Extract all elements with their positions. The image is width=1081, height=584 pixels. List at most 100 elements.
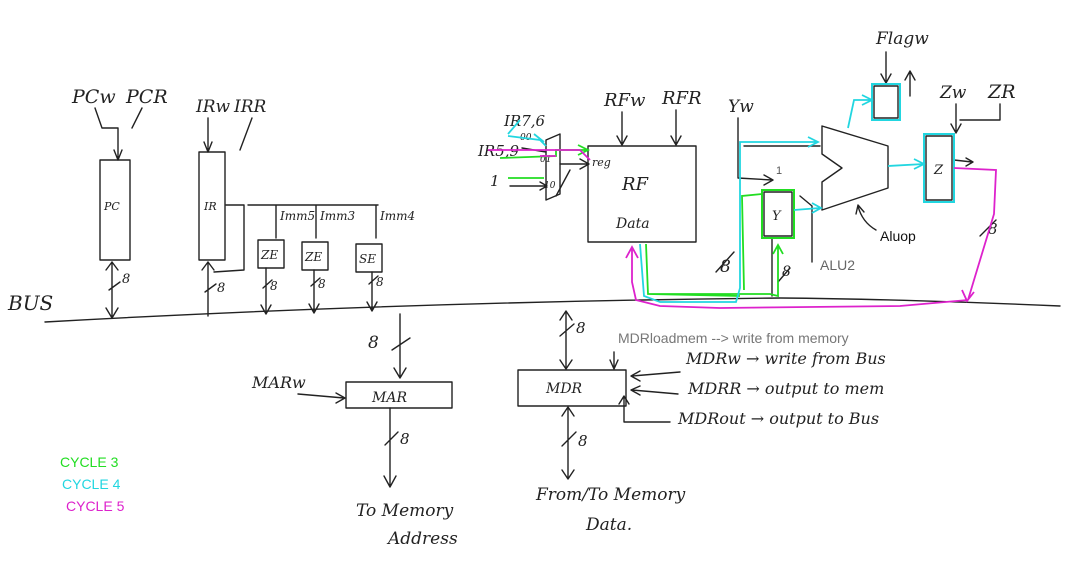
- flag-out-arrow: [904, 70, 916, 97]
- z-w-label: Zw: [939, 83, 967, 103]
- cycle4-path-alu-z: [887, 158, 927, 170]
- ir-imm-fanout: [213, 204, 379, 273]
- ir-bus-link: [201, 261, 217, 317]
- rf-data-label: Data: [615, 216, 650, 232]
- cycle3-path-y-select: [741, 193, 763, 291]
- mux-in2: 10: [544, 181, 556, 191]
- pc-register: [99, 159, 131, 261]
- mdr-out-desc: MDRout → output to Bus: [677, 409, 879, 428]
- ir-label: IR: [203, 200, 217, 213]
- extender-bus-links: [260, 267, 379, 315]
- pc-bus-link: [105, 261, 121, 319]
- ze-box-1: [257, 239, 285, 269]
- mux-to-rf: [555, 158, 590, 197]
- mdr-r-desc: MDRR → output to mem: [687, 379, 884, 398]
- cycle4-flag-highlight: [871, 83, 901, 121]
- rf-r-label: RFR: [661, 88, 702, 109]
- ir-control-arrows: [203, 117, 253, 153]
- rf-addr-mux: [545, 133, 561, 201]
- pc-w-label: PCw: [71, 86, 116, 108]
- mdr-control-lines: [618, 370, 681, 423]
- aluop-label: Aluop: [880, 228, 916, 244]
- y-w-line: [737, 117, 774, 186]
- alu2-label: ALU2: [820, 257, 855, 273]
- y-label: Y: [772, 209, 782, 224]
- mux-in1: 01: [540, 155, 551, 165]
- y-bus-link: [771, 237, 791, 297]
- mar-w-arrow: [297, 392, 346, 404]
- se-width: 8: [376, 275, 384, 289]
- bus-line: [44, 297, 1061, 323]
- alu-op-pointer: [855, 204, 877, 231]
- mdr-memory-link: [561, 406, 577, 480]
- legend-cycle3: CYCLE 3: [60, 454, 119, 470]
- from-memory-line1: From/To Memory: [535, 485, 686, 505]
- alu2-line: [799, 195, 813, 263]
- reg-input-label: reg: [592, 156, 611, 169]
- cycle4-path-alu-flag: [847, 94, 875, 129]
- y-w-label: Yw: [728, 97, 754, 117]
- ir59-label: IR5,9: [477, 142, 520, 160]
- ir-register: [198, 151, 226, 261]
- rf-block: [587, 145, 697, 243]
- ze-box-2: [301, 241, 329, 271]
- mar-register: [345, 381, 453, 409]
- mar-label: MAR: [371, 390, 407, 406]
- to-memory-line1: To Memory: [356, 501, 454, 521]
- mar-width-top: 8: [368, 333, 379, 353]
- cycle4-path-y-alu: [793, 202, 823, 214]
- pc-label: PC: [103, 200, 120, 213]
- z-label: Z: [933, 163, 944, 178]
- alu-block: [821, 125, 889, 211]
- ze-label-1: ZE: [260, 248, 278, 262]
- const1-label: 1: [490, 172, 500, 190]
- mdr-bus-link: [559, 310, 575, 370]
- rf-w-label: RFw: [603, 90, 646, 111]
- z-width-slash: [979, 219, 997, 237]
- flag-register: [873, 85, 899, 119]
- bus-label: BUS: [7, 291, 53, 315]
- ze2-width: 8: [318, 277, 326, 291]
- cycle5-path-mux: [488, 149, 591, 161]
- ir-width: 8: [217, 281, 225, 296]
- se-label: SE: [359, 252, 376, 266]
- from-memory-line2: Data.: [585, 515, 632, 535]
- z-control-arrows: [950, 103, 1001, 134]
- flag-w-label: Flagw: [875, 29, 929, 49]
- ze-label-2: ZE: [304, 250, 322, 264]
- mdr-loadmem-note: MDRloadmem --> write from memory: [618, 330, 849, 346]
- flag-w-arrow: [880, 51, 892, 84]
- cycle4-path-rf-alu: [639, 136, 821, 303]
- mar-bus-link: [391, 313, 411, 379]
- to-memory-line2: Address: [386, 529, 458, 549]
- ir-r-label: IRR: [233, 97, 267, 117]
- legend-cycle5: CYCLE 5: [66, 498, 125, 514]
- pc-r-label: PCR: [125, 86, 168, 108]
- imm5-label: Imm5: [279, 209, 315, 223]
- y-width-right: 8: [782, 264, 791, 280]
- pc-control-arrows: [94, 107, 143, 161]
- y-width-left: 8: [720, 257, 731, 277]
- imm4-label: Imm4: [379, 209, 415, 223]
- z-out-line: [953, 157, 974, 167]
- mar-memory-link: [383, 407, 399, 488]
- mdr-width-bottom: 8: [578, 432, 588, 450]
- mdr-w-desc: MDRw → write from Bus: [685, 349, 886, 368]
- cycle3-y-highlight: [761, 189, 795, 239]
- mdr-label: MDR: [545, 381, 583, 397]
- y-mux-one: 1: [776, 165, 782, 177]
- y-register: [763, 191, 793, 237]
- cycle5-path-z-bus-rf: [625, 167, 997, 309]
- cycle4-path-ir76: [507, 119, 547, 147]
- z-r-label: ZR: [987, 81, 1016, 103]
- se-box: [355, 243, 383, 273]
- mar-w-label: MARw: [251, 373, 306, 392]
- imm3-label: Imm3: [319, 209, 355, 223]
- mdr-register: [517, 369, 627, 407]
- mdr-width-top: 8: [576, 319, 586, 337]
- cycle3-path-rf-to-y: [645, 243, 784, 298]
- ir-w-label: IRw: [195, 97, 231, 117]
- ir76-label: IR7,6: [503, 112, 546, 130]
- z-register: [925, 135, 953, 201]
